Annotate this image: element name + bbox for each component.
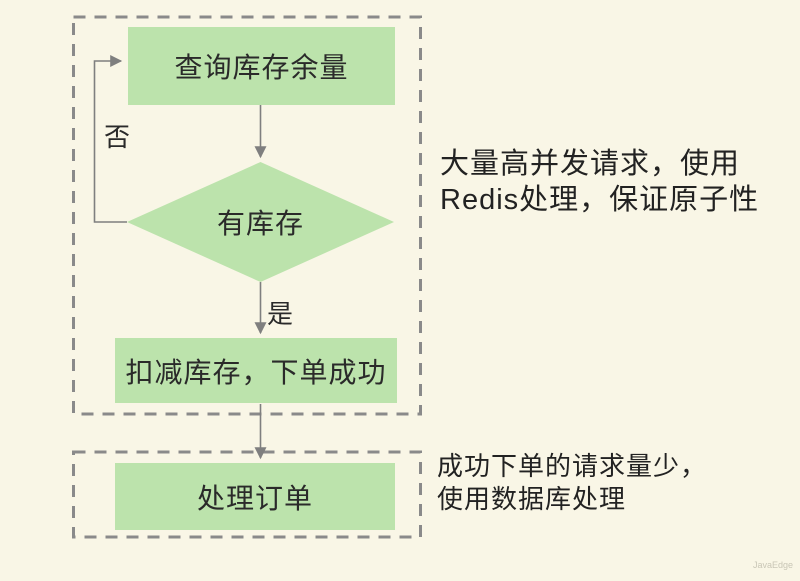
edge-no-loop — [93, 55, 127, 223]
node-query-stock-label: 查询库存余量 — [174, 52, 349, 83]
phase1-dashed-container — [72, 15, 422, 416]
phase2-dashed-container — [72, 450, 422, 539]
node-query-stock: 查询库存余量 — [128, 27, 395, 105]
watermark: JavaEdge — [753, 560, 794, 570]
node-has-stock-label: 有库存 — [216, 208, 304, 239]
edge-label-no: 否 — [104, 122, 131, 152]
annotation-db-note: 成功下单的请求量少， 使用数据库处理 — [437, 451, 708, 514]
edge-label-yes: 是 — [267, 299, 294, 329]
node-deduct-stock-label: 扣减库存，下单成功 — [125, 356, 387, 388]
node-process-order: 处理订单 — [115, 463, 395, 530]
annotation-redis-note: 大量高并发请求，使用 Redis处理，保证原子性 — [440, 148, 760, 216]
node-process-order-label: 处理订单 — [196, 482, 313, 514]
node-deduct-stock: 扣减库存，下单成功 — [115, 338, 397, 403]
